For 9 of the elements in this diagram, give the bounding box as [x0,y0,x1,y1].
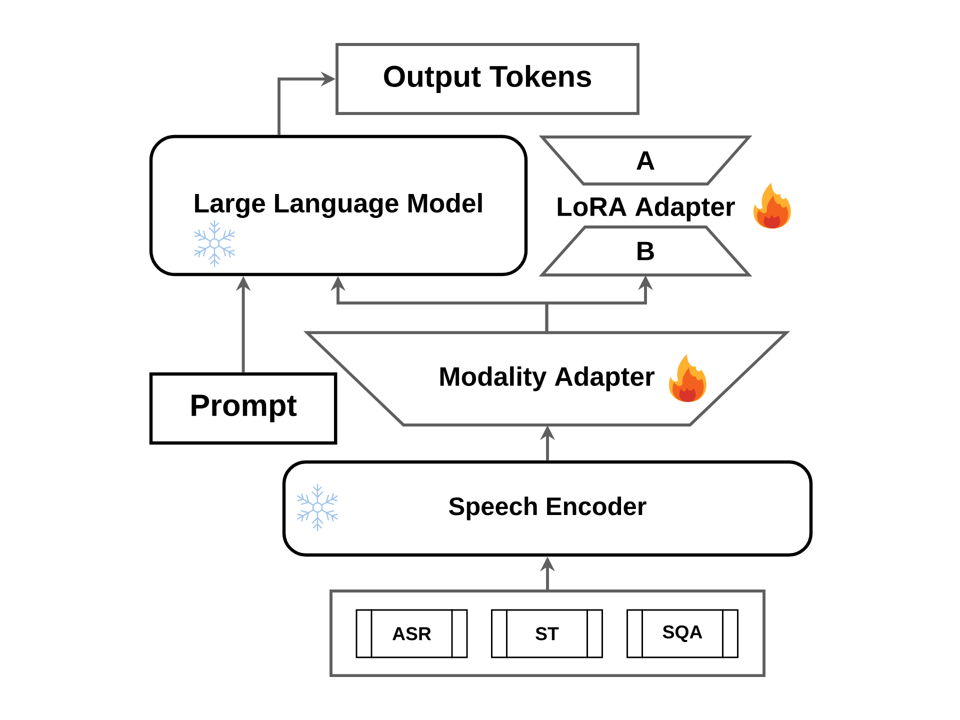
task-box: ST [491,609,603,658]
adapter-label: LoRA Adapter [558,196,735,222]
encoder-box: Speech Encoder [282,460,813,557]
prompt-box: Prompt [149,372,338,445]
task-box: SQA [626,609,738,658]
model-box: Large Language Model [149,134,528,276]
task-box: ASR [356,609,468,658]
output-box: Output Tokens [336,43,640,115]
task-container [330,590,766,678]
